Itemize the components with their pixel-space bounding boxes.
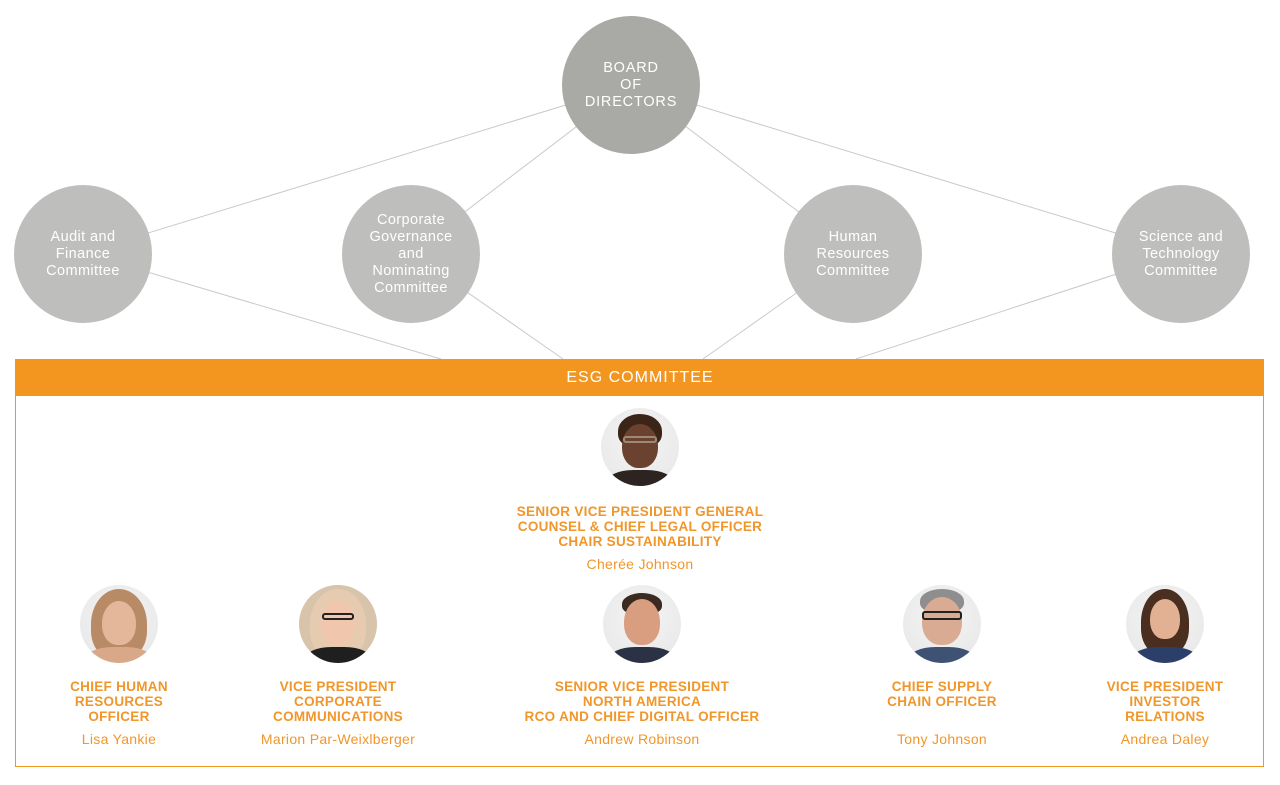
member-name: Andrea Daley [1120, 731, 1210, 747]
committee-label: Audit and Finance Committee [46, 228, 120, 279]
avatar-andrew-robinson [603, 585, 681, 663]
board-of-directors-node: BOARD OF DIRECTORS [562, 16, 700, 154]
member-svp-north-america: SENIOR VICE PRESIDENT NORTH AMERICA RCO … [492, 585, 792, 747]
avatar-body [609, 647, 675, 663]
avatar-body [1132, 647, 1198, 663]
member-chair: SENIOR VICE PRESIDENT GENERAL COUNSEL & … [490, 408, 790, 572]
avatar-body [305, 647, 371, 663]
committee-label: Science and Technology Committee [1138, 228, 1224, 279]
committee-label: Corporate Governance and Nominating Comm… [369, 211, 453, 296]
board-label: BOARD OF DIRECTORS [584, 59, 678, 110]
member-name: Andrew Robinson [584, 731, 700, 747]
member-chief-supply-chain-officer: CHIEF SUPPLY CHAIN OFFICER Tony Johnson [862, 585, 1022, 747]
avatar-tony-johnson [903, 585, 981, 663]
science-technology-committee-node: Science and Technology Committee [1112, 185, 1250, 323]
avatar-body [607, 470, 673, 486]
avatar-cheree-johnson [601, 408, 679, 486]
member-title: VICE PRESIDENT INVESTOR RELATIONS [1106, 679, 1224, 724]
member-name: Lisa Yankie [81, 731, 157, 747]
avatar-face [102, 601, 136, 645]
member-title: SENIOR VICE PRESIDENT GENERAL COUNSEL & … [516, 504, 764, 549]
avatar-marion-par-weixlberger [299, 585, 377, 663]
avatar-face [622, 424, 658, 468]
avatar-face [922, 597, 962, 645]
avatar-face [321, 601, 355, 645]
committee-label: Human Resources Committee [816, 228, 890, 279]
member-vp-corporate-communications: VICE PRESIDENT CORPORATE COMMUNICATIONS … [238, 585, 438, 747]
avatar-body [86, 647, 152, 663]
human-resources-committee-node: Human Resources Committee [784, 185, 922, 323]
member-vp-investor-relations: VICE PRESIDENT INVESTOR RELATIONS Andrea… [1085, 585, 1245, 747]
avatar-lisa-yankie [80, 585, 158, 663]
member-title: SENIOR VICE PRESIDENT NORTH AMERICA RCO … [524, 679, 760, 724]
member-name: Tony Johnson [897, 731, 987, 747]
member-title: CHIEF HUMAN RESOURCES OFFICER [70, 679, 168, 724]
avatar-glasses [322, 613, 354, 620]
avatar-glasses [623, 436, 657, 443]
esg-committee-title: ESG COMMITTEE [566, 368, 714, 386]
avatar-face [1150, 599, 1180, 639]
avatar-andrea-daley [1126, 585, 1204, 663]
avatar-face [624, 599, 660, 645]
connector-board-science [630, 84, 1182, 254]
connector-board-audit [82, 84, 632, 254]
member-name: Cherée Johnson [586, 556, 694, 572]
audit-finance-committee-node: Audit and Finance Committee [14, 185, 152, 323]
member-name: Marion Par-Weixlberger [260, 731, 416, 747]
member-title: CHIEF SUPPLY CHAIN OFFICER [887, 679, 997, 709]
member-title: VICE PRESIDENT CORPORATE COMMUNICATIONS [273, 679, 403, 724]
avatar-glasses [922, 611, 962, 620]
member-chief-hr-officer: CHIEF HUMAN RESOURCES OFFICER Lisa Yanki… [39, 585, 199, 747]
avatar-body [909, 647, 975, 663]
governance-nominating-committee-node: Corporate Governance and Nominating Comm… [342, 185, 480, 323]
esg-committee-header: ESG COMMITTEE [16, 359, 1264, 396]
